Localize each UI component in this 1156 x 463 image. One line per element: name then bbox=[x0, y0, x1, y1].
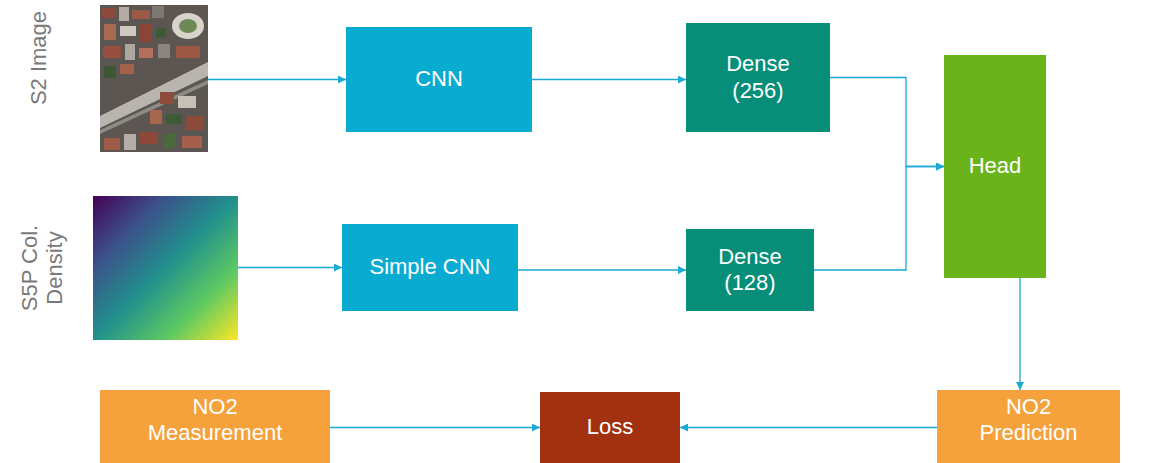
box-label: NO2 Measurement bbox=[135, 394, 295, 447]
image-input: S2 Image bbox=[100, 5, 208, 152]
connector-arrow bbox=[532, 79, 686, 80]
connector-arrow bbox=[238, 267, 342, 268]
cnn-box: CNN bbox=[346, 27, 532, 132]
box-label: Head bbox=[969, 153, 1022, 179]
prediction-box: NO2 Prediction bbox=[937, 390, 1120, 463]
box-label: Dense (256) bbox=[713, 51, 803, 104]
target-box: NO2 Measurement bbox=[100, 390, 330, 463]
image-input: S5P Col. Density bbox=[93, 196, 238, 340]
input-label: S2 Image bbox=[26, 0, 51, 128]
cnn-box: Simple CNN bbox=[342, 224, 518, 311]
dense-box: Dense (128) bbox=[686, 229, 814, 311]
dense-box: Dense (256) bbox=[686, 23, 830, 132]
box-label: CNN bbox=[415, 66, 463, 92]
box-label: Simple CNN bbox=[369, 254, 490, 280]
head-box: Head bbox=[944, 55, 1046, 278]
box-label: Loss bbox=[587, 414, 633, 440]
box-label: Dense (128) bbox=[705, 244, 795, 297]
connector-arrow bbox=[814, 167, 944, 271]
connector-arrow bbox=[830, 78, 944, 167]
satellite-image bbox=[100, 5, 208, 152]
box-label: NO2 Prediction bbox=[966, 394, 1091, 447]
connector-arrow bbox=[330, 427, 540, 428]
density-map bbox=[93, 196, 238, 340]
input-label: S5P Col. Density bbox=[17, 213, 68, 323]
connector-arrow bbox=[518, 269, 686, 270]
connector-arrow bbox=[208, 79, 346, 80]
loss-box: Loss bbox=[540, 392, 680, 463]
connector-arrow bbox=[680, 427, 937, 428]
connector-arrow bbox=[1019, 278, 1020, 390]
